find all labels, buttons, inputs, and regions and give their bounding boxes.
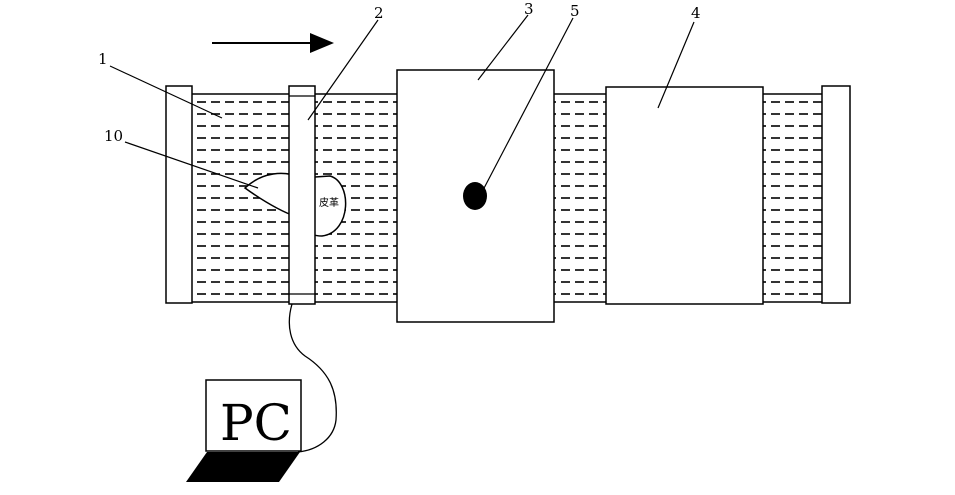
leather-label: 皮革 [319, 196, 339, 209]
computer-keyboard [186, 452, 300, 482]
sensor-cable [288, 303, 337, 453]
computer: PC [186, 379, 302, 482]
ref-label-3: 3 [524, 0, 534, 18]
leader-line-10 [124, 141, 259, 189]
left-end-roller [165, 85, 193, 304]
ref-label-4: 4 [691, 4, 701, 22]
right-end-roller [821, 85, 851, 304]
leader-line-5 [481, 17, 574, 193]
sensor-frame [288, 85, 316, 305]
computer-label: PC [220, 394, 292, 452]
leader-line-3 [477, 14, 529, 81]
ref-label-10: 10 [104, 127, 123, 145]
leader-line-4 [657, 21, 695, 109]
ref-label-5: 5 [570, 2, 580, 20]
ref-label-1: 1 [98, 50, 108, 68]
computer-screen [205, 379, 302, 452]
leader-line-1 [109, 65, 223, 119]
marker-dot [463, 182, 487, 210]
unit-4-box [605, 86, 764, 305]
ref-label-2: 2 [374, 4, 384, 22]
leader-line-2 [307, 19, 379, 121]
